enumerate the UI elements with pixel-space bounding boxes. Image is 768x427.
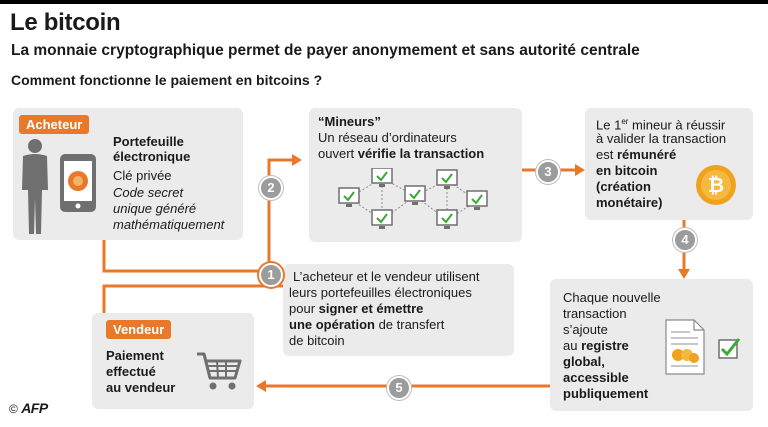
step1-panel [283, 264, 514, 356]
buyer-wallet-line1: Portefeuille [113, 134, 184, 149]
first-miner-line6: monétaire) [596, 195, 663, 210]
ledger-document-icon [665, 319, 705, 375]
afp-logo: AFP [21, 400, 48, 416]
miners-title: “Mineurs” [318, 114, 381, 129]
first-miner-line4: en bitcoin [596, 163, 658, 178]
step1-line4: une opération de transfert [289, 317, 445, 332]
step-badge-3: 3 [536, 160, 560, 184]
registry-line6: accessible [563, 370, 629, 385]
step-badge-4: 4 [673, 228, 697, 252]
step1-line1: L’acheteur et le vendeur utilisent [293, 269, 480, 284]
step-badge-5: 5 [387, 376, 411, 400]
seller-line3: au vendeur [106, 380, 176, 395]
credit: © AFP [9, 400, 48, 416]
first-miner-line1: Le 1er mineur à réussir [596, 117, 726, 133]
first-miner-line3: est rémunéré [596, 147, 677, 162]
registry-line4: au registre [563, 338, 629, 353]
registry-line7: publiquement [563, 386, 649, 401]
checkbox-icon [718, 338, 741, 359]
phone-wallet-icon [60, 154, 96, 212]
computer-network-icon [338, 168, 488, 229]
step-badge-2: 2 [259, 176, 283, 200]
step-badge-1: 1 [259, 263, 283, 287]
buyer-code-line3: mathématiquement [113, 217, 225, 232]
buyer-code-line2: unique généré [113, 201, 197, 216]
bitcoin-coin-icon: ₿ [696, 165, 736, 205]
miners-panel [309, 108, 522, 242]
step1-line5: de bitcoin [289, 333, 345, 348]
svg-text:₿: ₿ [708, 173, 724, 197]
registry-line2: transaction [563, 306, 627, 321]
buyer-key: Clé privée [113, 168, 172, 183]
seller-line1: Paiement [106, 348, 164, 363]
step1-line3: pour signer et émettre [289, 301, 424, 316]
step1-line2: leurs portefeuilles électroniques [289, 285, 472, 300]
first-miner-line5: (création [596, 179, 651, 194]
registry-line3: s’ajoute [563, 322, 608, 337]
section-question: Comment fonctionne le paiement en bitcoi… [11, 72, 323, 88]
page-title: Le bitcoin [10, 9, 121, 36]
copyright-symbol: © [9, 402, 18, 416]
shopping-cart-icon [197, 352, 242, 390]
seller-tag: Vendeur [106, 320, 172, 339]
page-subtitle: La monnaie cryptographique permet de pay… [11, 42, 640, 59]
first-miner-line2: à valider la transaction [596, 131, 727, 146]
registry-line1: Chaque nouvelle [563, 290, 661, 305]
buyer-code-line1: Code secret [113, 185, 184, 200]
seller-line2: effectué [106, 364, 156, 379]
top-rule [0, 0, 768, 4]
buyer-wallet-line2: électronique [113, 149, 191, 164]
buyer-tag: Acheteur [19, 115, 90, 134]
registry-line5: global, [563, 354, 605, 369]
person-icon [22, 139, 48, 234]
miners-line1: Un réseau d’ordinateurs [318, 130, 457, 145]
miners-line2: ouvert vérifie la transaction [318, 146, 485, 161]
